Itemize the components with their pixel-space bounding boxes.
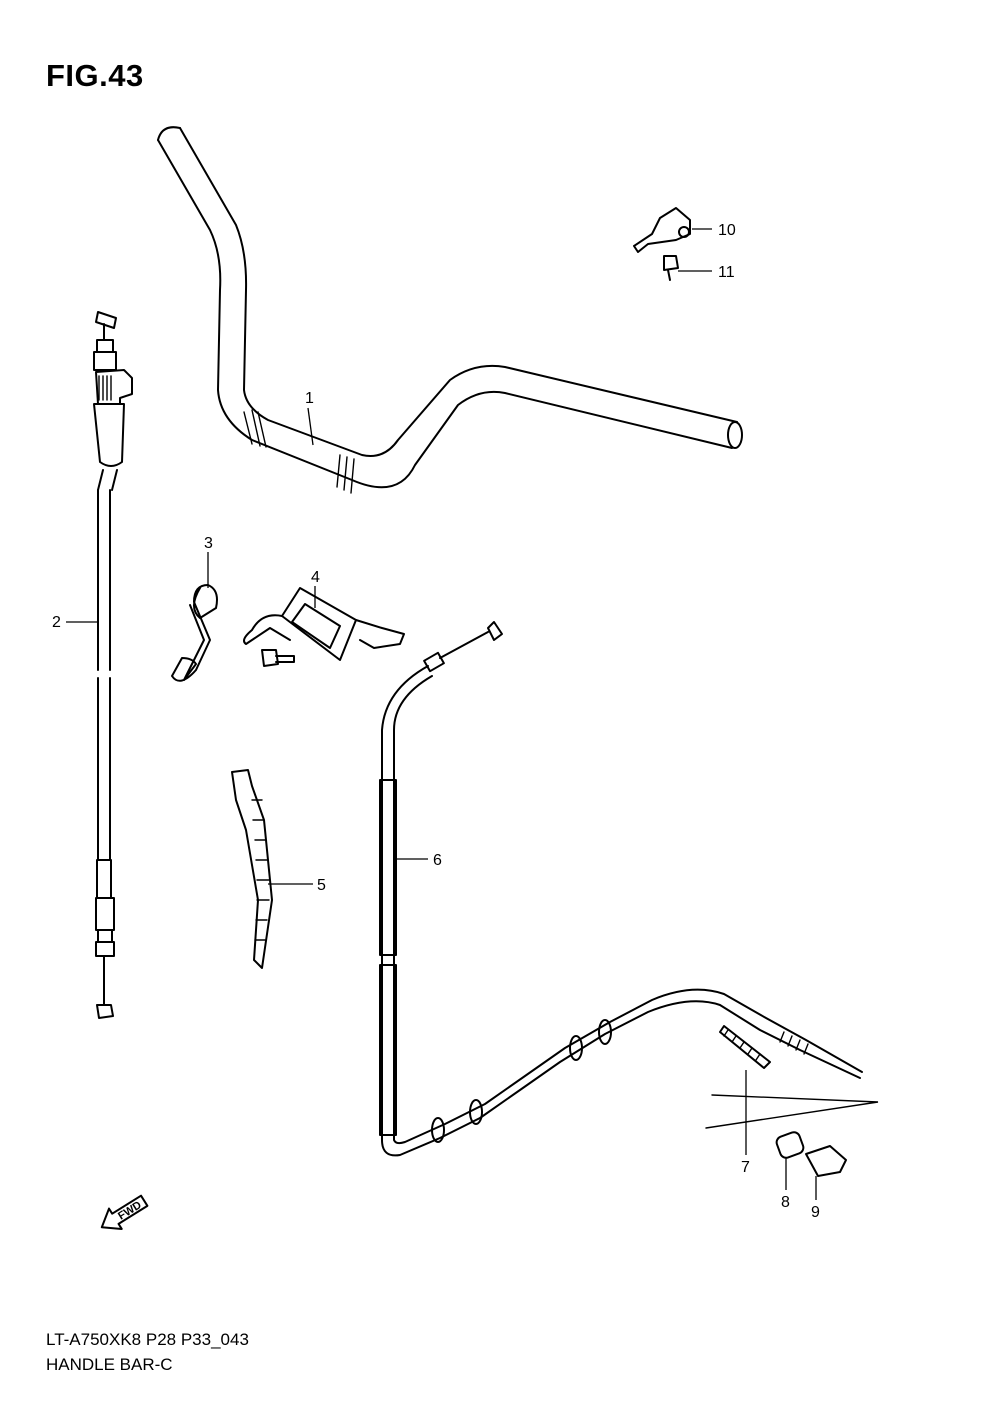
callout-8: 8 bbox=[781, 1194, 790, 1211]
cable-2 bbox=[66, 311, 133, 1019]
callout-9: 9 bbox=[811, 1204, 820, 1221]
callout-4: 4 bbox=[311, 569, 320, 586]
diagram-title: HANDLE BAR-C bbox=[46, 1355, 173, 1374]
callout-5: 5 bbox=[317, 877, 326, 894]
callout-6: 6 bbox=[433, 852, 442, 869]
clip-3 bbox=[171, 552, 218, 682]
small-parts-7-8-9 bbox=[705, 1025, 879, 1200]
figure-title: FIG.43 bbox=[46, 58, 144, 93]
callout-11: 11 bbox=[718, 264, 735, 281]
diagram-code: LT-A750XK8 P28 P33_043 bbox=[46, 1330, 249, 1349]
callout-7: 7 bbox=[741, 1159, 750, 1176]
fwd-label: FWD bbox=[116, 1199, 144, 1222]
bracket-4 bbox=[243, 586, 405, 667]
handlebar bbox=[157, 126, 743, 494]
callout-2: 2 bbox=[52, 614, 61, 631]
fwd-arrow-icon: FWD bbox=[100, 1194, 149, 1230]
callout-10: 10 bbox=[718, 222, 736, 239]
cable-tie-5 bbox=[231, 769, 313, 969]
small-parts-10-11 bbox=[633, 207, 712, 281]
leader-1 bbox=[307, 407, 314, 446]
cable-6 bbox=[379, 621, 863, 1157]
callout-3: 3 bbox=[204, 535, 213, 552]
callout-1: 1 bbox=[305, 390, 314, 407]
